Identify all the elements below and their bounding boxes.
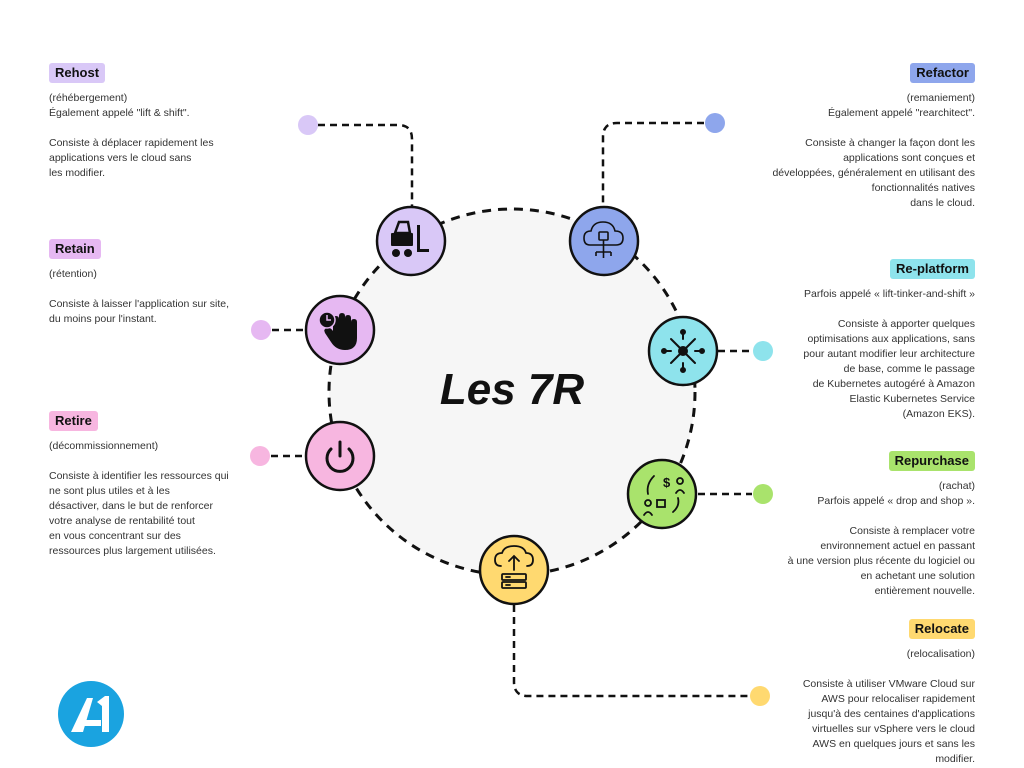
refactor-label: Refactor (910, 63, 975, 83)
refactor-description: (remaniement) Également appelé "rearchit… (772, 92, 975, 209)
dot-relocate (750, 686, 770, 706)
clock-hand-stop-icon (318, 311, 357, 350)
replatform-description: Parfois appelé « lift-tinker-and-shift »… (803, 288, 975, 420)
replatform-label: Re-platform (890, 259, 975, 279)
cloud-upload-server-icon (494, 545, 534, 589)
a1-logo-icon (58, 681, 124, 747)
connector-refactor (601, 121, 704, 206)
dot-rehost (298, 115, 318, 135)
node-retire (304, 420, 376, 492)
connector-relocate (512, 605, 750, 698)
node-rehost (375, 205, 447, 277)
retire-block: Retire (décommissionnement) Consiste à i… (49, 411, 249, 559)
diagram-title: Les 7R (439, 365, 585, 414)
repurchase-block: Repurchase (rachat) Parfois appelé « dro… (765, 451, 975, 599)
retire-description: (décommissionnement) Consiste à identifi… (49, 440, 229, 557)
cloud-network-icon (583, 221, 624, 258)
dot-refactor (705, 113, 725, 133)
connectors (271, 121, 752, 698)
retain-label: Retain (49, 239, 101, 259)
svg-text:$: $ (663, 475, 671, 490)
exchange-icon: $ (643, 475, 685, 516)
replatform-block: Re-platform Parfois appelé « lift-tinker… (765, 259, 975, 422)
power-icon (325, 440, 355, 473)
repurchase-description: (rachat) Parfois appelé « drop and shop … (787, 480, 975, 597)
rehost-description: (réhébergement) Également appelé "lift &… (49, 92, 214, 179)
dot-replatform (753, 341, 773, 361)
retain-description: (rétention) Consiste à laisser l'applica… (49, 268, 230, 325)
refactor-block: Refactor (remaniement) Également appelé … (765, 63, 975, 211)
relocate-description: (relocalisation) Consiste à utiliser VMw… (802, 648, 975, 765)
connector-rehost (318, 123, 414, 208)
relocate-block: Relocate (relocalisation) Consiste à uti… (765, 619, 975, 767)
retire-label: Retire (49, 411, 98, 431)
repurchase-label: Repurchase (888, 451, 975, 471)
forklift-icon (391, 220, 429, 257)
node-replatform (647, 315, 719, 387)
dot-retain (251, 320, 271, 340)
node-repurchase: $ (626, 458, 698, 530)
rehost-block: Rehost (réhébergement) Également appelé … (49, 63, 249, 181)
relocate-label: Relocate (908, 619, 975, 639)
center-circle (327, 207, 697, 577)
node-relocate (478, 534, 550, 606)
retain-block: Retain (rétention) Consiste à laisser l'… (49, 239, 259, 327)
rehost-label: Rehost (49, 63, 106, 83)
dot-retire (250, 446, 270, 466)
node-retain (304, 294, 376, 366)
dot-repurchase (753, 484, 773, 504)
node-refactor (568, 205, 640, 277)
tools-icon (661, 329, 705, 373)
